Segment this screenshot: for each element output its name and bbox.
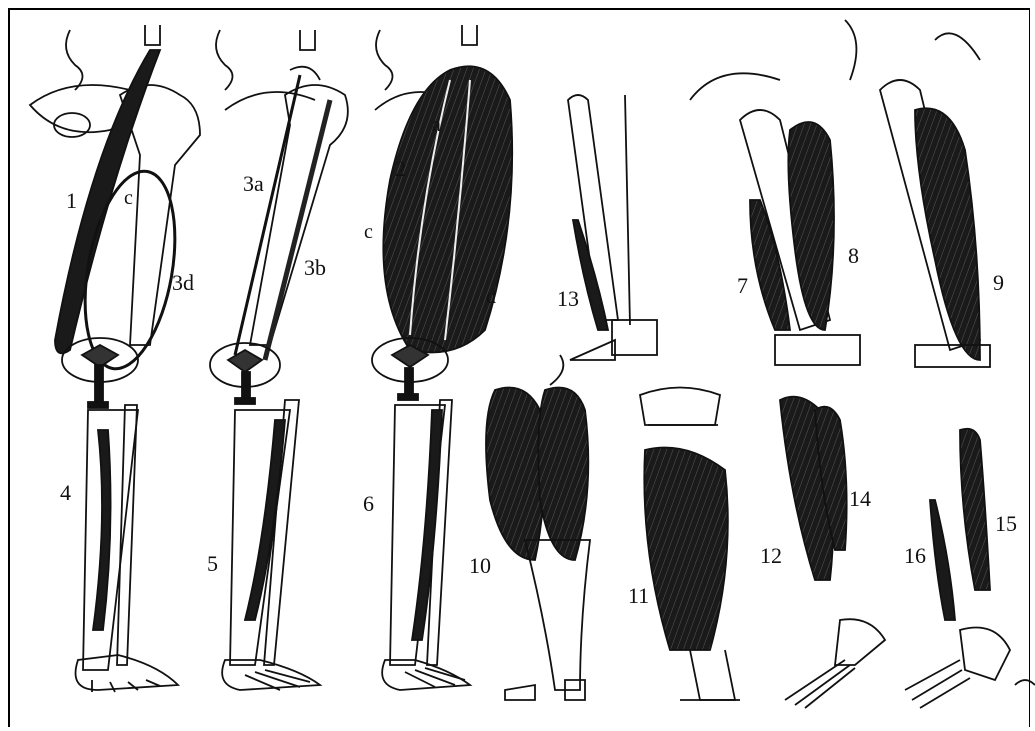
label-1: 1 [66, 190, 77, 212]
leg-figure-11 [640, 388, 740, 701]
leg-figure-13 [568, 95, 657, 360]
label-3a: 3a [243, 173, 264, 195]
label-11: 11 [628, 585, 649, 607]
label-9: 9 [993, 272, 1004, 294]
label-6: 6 [363, 493, 374, 515]
label-2: 2 [395, 158, 406, 180]
label-10: 10 [469, 555, 491, 577]
label-7: 7 [737, 275, 748, 297]
leg-figure-3 [372, 25, 512, 690]
label-15: 15 [995, 513, 1017, 535]
label-a: a [432, 115, 441, 135]
label-5: 5 [207, 553, 218, 575]
label-8: 8 [848, 245, 859, 267]
leg-figure-2 [210, 30, 348, 690]
label-3d: 3d [172, 272, 194, 294]
label-16: 16 [904, 545, 926, 567]
label-13: 13 [557, 288, 579, 310]
label-c-left: c [124, 188, 133, 208]
label-d: d [486, 287, 496, 307]
label-c-mid: c [364, 222, 373, 242]
label-3b: 3b [304, 257, 326, 279]
label-4: 4 [60, 482, 71, 504]
leg-figure-1 [30, 25, 200, 692]
label-12: 12 [760, 545, 782, 567]
leg-figure-9 [845, 20, 1035, 708]
leg-figure-10 [486, 355, 590, 700]
label-14: 14 [849, 488, 871, 510]
